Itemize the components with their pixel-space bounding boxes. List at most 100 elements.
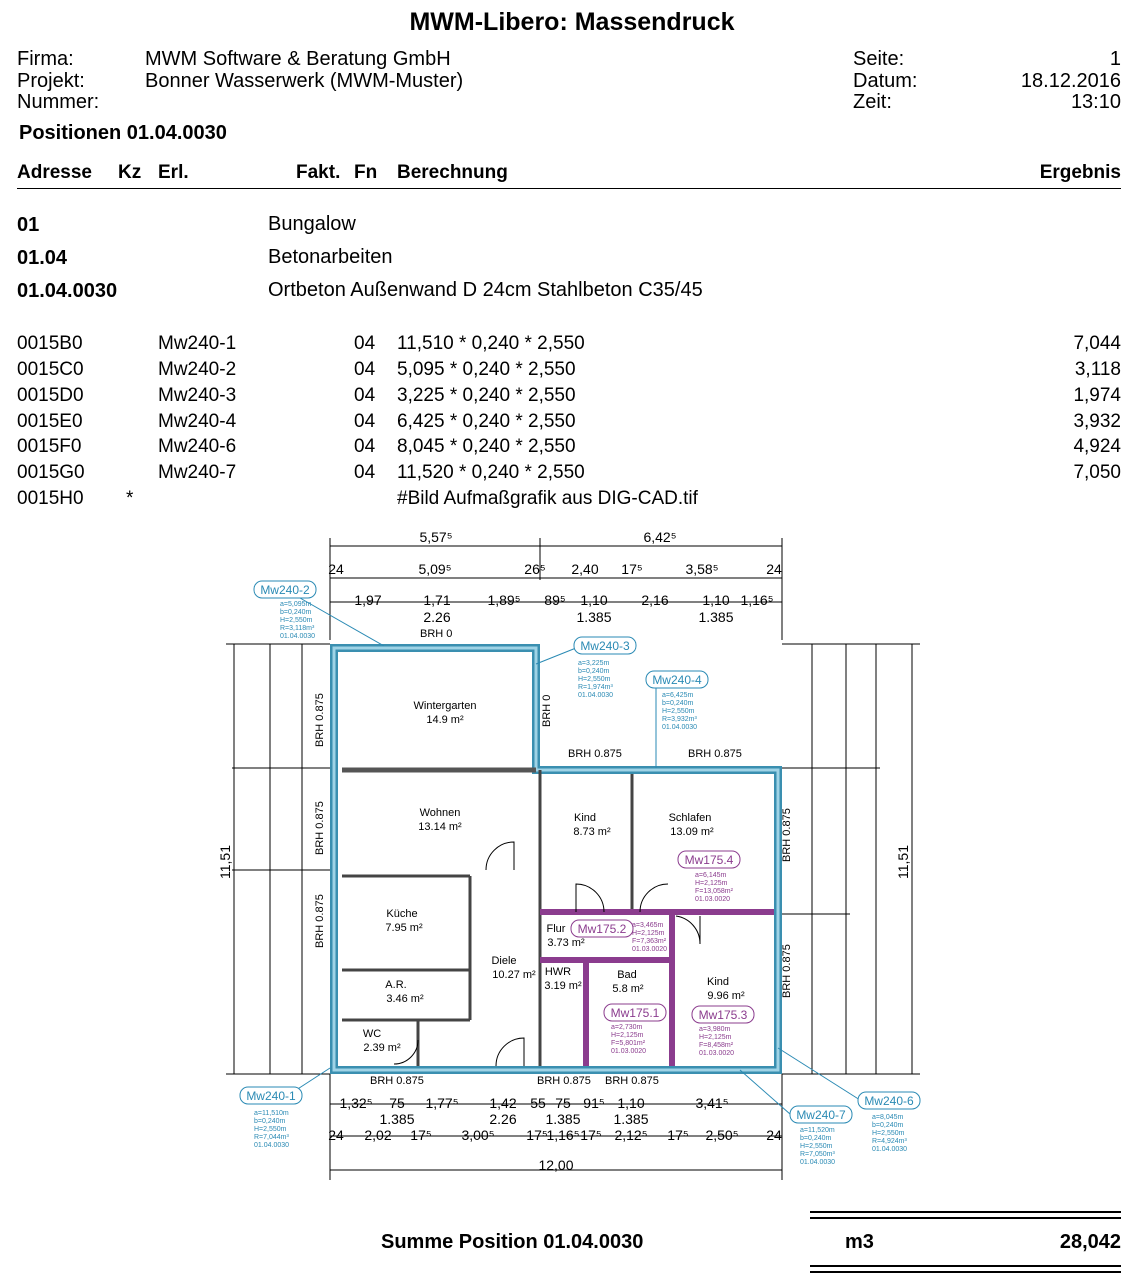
col-erl: Erl. — [158, 162, 189, 183]
group-code: 01 — [17, 214, 40, 236]
brh-label: BRH 0.875 — [568, 748, 622, 760]
row-berechnung: 5,095 * 0,240 * 2,550 — [397, 359, 576, 380]
tag-detail: a=5,095m — [280, 601, 311, 608]
row-berechnung: 8,045 * 0,240 * 2,550 — [397, 436, 576, 457]
col-kz: Kz — [118, 162, 142, 183]
dim-text: 5,09⁵ — [418, 561, 451, 577]
dim-text: 2,02 — [364, 1127, 391, 1143]
brh-label: BRH 0.875 — [314, 894, 326, 948]
tag-label: Mw240-2 — [260, 583, 310, 597]
brh-label: BRH 0.875 — [314, 693, 326, 747]
annotation-tags: Mw240-2 Mw240-3 Mw240-4 Mw240-1 Mw240-6 … — [239, 580, 921, 1166]
tag-detail: b=0,240m — [254, 1118, 285, 1125]
dim-text: 24 — [328, 561, 344, 577]
room-area: 8.73 m² — [573, 826, 611, 838]
tag-detail: R=1,974m³ — [578, 684, 613, 691]
row-fn: 04 — [354, 411, 376, 432]
dim-text: 1,10 — [702, 592, 729, 608]
door-symbols — [393, 841, 701, 1067]
dim-text: 1,32⁵ — [339, 1095, 372, 1111]
dim-text: 11,51 — [895, 845, 911, 879]
dim-text: 1,10 — [580, 592, 607, 608]
room-name: WC — [363, 1028, 381, 1040]
room-name: Küche — [386, 908, 417, 920]
row-erl: Mw240-1 — [158, 333, 237, 354]
brh-label: BRH 0 — [420, 628, 452, 640]
room-area: 14.9 m² — [426, 714, 464, 726]
row-fn: 04 — [354, 359, 376, 380]
tag-label: Mw175.3 — [699, 1008, 748, 1022]
dim-text: 2.26 — [423, 609, 450, 625]
tag-detail: b=0,240m — [662, 700, 693, 707]
dim-text: 1.385 — [545, 1111, 580, 1127]
dim-text: 91⁵ — [583, 1095, 604, 1111]
tag-detail: F=7,363m² — [632, 938, 667, 945]
row-adresse: 0015D0 — [17, 385, 84, 406]
dim-text: 75 — [555, 1095, 571, 1111]
col-fn: Fn — [354, 162, 378, 183]
tag-detail: a=6,145m — [695, 872, 726, 879]
firma-label: Firma: — [17, 48, 74, 70]
tag-detail: R=3,932m³ — [662, 716, 697, 723]
tag-detail: 01.04.0030 — [578, 692, 613, 699]
tag-detail: H=2,550m — [578, 676, 611, 683]
tag-detail: a=3,980m — [699, 1026, 730, 1033]
tag-detail: 01.03.0020 — [611, 1048, 646, 1055]
tag-label: Mw240-3 — [580, 639, 630, 653]
group-name: Bungalow — [268, 213, 356, 235]
tag-detail: 01.04.0030 — [254, 1142, 289, 1149]
tag-detail: a=11,510m — [254, 1110, 289, 1117]
tag-detail: b=0,240m — [800, 1135, 831, 1142]
tag-detail: R=7,050m³ — [800, 1151, 835, 1158]
tag-detail: 01.03.0020 — [699, 1050, 734, 1057]
row-fn: 04 — [354, 333, 376, 354]
room-area: 3.19 m² — [544, 980, 582, 992]
room-name: Diele — [491, 955, 516, 967]
tag-label: Mw240-4 — [652, 673, 702, 687]
tag-detail: 01.03.0020 — [695, 896, 730, 903]
dim-text: 55 — [530, 1095, 546, 1111]
dim-text: 3,41⁵ — [695, 1095, 728, 1111]
brh-label: BRH 0.875 — [781, 808, 793, 862]
dim-text: 2,50⁵ — [705, 1127, 738, 1143]
room-name: Kind — [574, 812, 596, 824]
tag-detail: 01.04.0030 — [872, 1146, 907, 1153]
tag-detail: R=3,118m³ — [280, 625, 315, 632]
tag-detail: 01.04.0030 — [662, 724, 697, 731]
section-title: Positionen 01.04.0030 — [19, 122, 227, 144]
dim-text: 3,58⁵ — [685, 561, 718, 577]
tag-detail: H=2,125m — [699, 1034, 732, 1041]
row-ergebnis: 7,050 — [1073, 462, 1121, 483]
tag-detail: R=4,924m³ — [872, 1138, 907, 1145]
room-name: Flur — [547, 923, 566, 935]
col-adresse: Adresse — [17, 162, 92, 183]
tag-detail: H=2,550m — [662, 708, 695, 715]
tag-detail: H=2,550m — [280, 617, 313, 624]
row-ergebnis: 1,974 — [1073, 385, 1121, 406]
room-area: 13.14 m² — [418, 821, 462, 833]
row-adresse: 0015C0 — [17, 359, 84, 380]
walls — [330, 644, 782, 1074]
dim-text: 1,97 — [354, 592, 381, 608]
projekt-label: Projekt: — [17, 70, 85, 92]
room-area: 2.39 m² — [363, 1042, 401, 1054]
row-ergebnis: 4,924 — [1073, 436, 1121, 457]
tag-detail: 01.04.0030 — [280, 633, 315, 640]
room-name: Wintergarten — [414, 700, 477, 712]
row-berechnung: #Bild Aufmaßgrafik aus DIG-CAD.tif — [397, 488, 698, 509]
dim-text: 1,89⁵ — [487, 592, 520, 608]
tag-detail: F=8,458m² — [699, 1042, 734, 1049]
row-erl: Mw240-6 — [158, 436, 237, 457]
dim-text: 17⁵ — [410, 1127, 431, 1143]
dim-text: 17⁵ — [580, 1127, 601, 1143]
tag-label: Mw240-7 — [796, 1108, 846, 1122]
room-area: 5.8 m² — [612, 983, 644, 995]
brh-label: BRH 0.875 — [605, 1075, 659, 1087]
projekt-value: Bonner Wasserwerk (MWM-Muster) — [145, 70, 464, 92]
tag-label: Mw240-1 — [246, 1089, 296, 1103]
zeit-label: Zeit: — [853, 91, 892, 113]
dim-text: 89⁵ — [544, 592, 565, 608]
dim-text: 1,10 — [617, 1095, 644, 1111]
room-name: Bad — [617, 969, 637, 981]
tag-label: Mw175.1 — [611, 1006, 660, 1020]
